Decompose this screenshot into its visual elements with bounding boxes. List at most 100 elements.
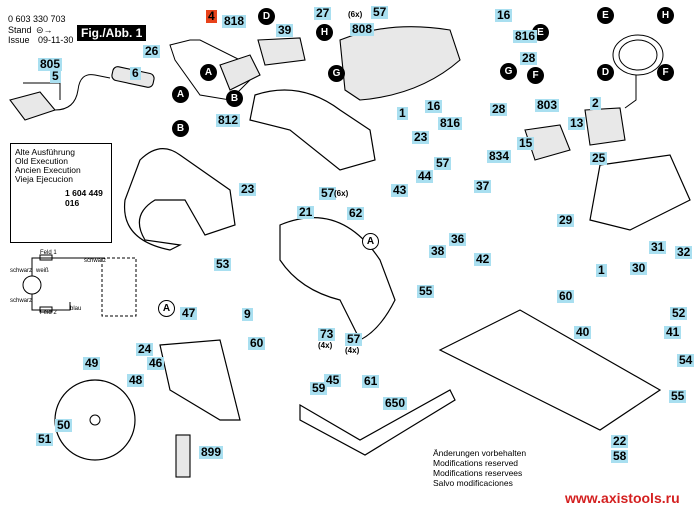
part-label-42[interactable]: 42: [474, 252, 492, 266]
wiring-label: blau: [70, 306, 82, 312]
connector-d: D: [597, 64, 614, 81]
part-label-57[interactable]: 57: [434, 156, 452, 170]
part-label-28[interactable]: 28: [520, 51, 538, 65]
part-label-29[interactable]: 29: [557, 213, 575, 227]
part-label-21[interactable]: 21: [297, 205, 315, 219]
part-label-816[interactable]: 816: [513, 29, 538, 43]
part-label-37[interactable]: 37: [474, 179, 492, 193]
part-label-51[interactable]: 51: [36, 432, 54, 446]
part-label-44[interactable]: 44: [416, 169, 434, 183]
part-label-23[interactable]: 23: [412, 130, 430, 144]
note-fr: Modifications reservees: [433, 468, 523, 478]
wiring-label: Feld 1: [40, 250, 57, 256]
part-label-73[interactable]: 73: [318, 327, 336, 341]
connector-ring-inner: [618, 39, 658, 71]
part-label-30[interactable]: 30: [630, 261, 648, 275]
part-label-816[interactable]: 816: [438, 116, 463, 130]
part-label-57[interactable]: 57: [345, 332, 363, 346]
part-label-60[interactable]: 60: [248, 336, 266, 350]
part-label-16[interactable]: 16: [495, 8, 513, 22]
part-label-26[interactable]: 26: [143, 44, 161, 58]
part-label-40[interactable]: 40: [574, 325, 592, 339]
part-label-50[interactable]: 50: [55, 418, 73, 432]
part-label-2[interactable]: 2: [590, 96, 601, 110]
motor-housing-part: [339, 26, 461, 101]
part-label-5[interactable]: 5: [50, 69, 61, 83]
part-label-803[interactable]: 803: [535, 98, 560, 112]
handle-half-left-part: [123, 148, 236, 251]
part-label-22[interactable]: 22: [611, 434, 629, 448]
part-label-805[interactable]: 805: [38, 57, 63, 71]
part-label-32[interactable]: 32: [675, 245, 693, 259]
part-label-808[interactable]: 808: [350, 22, 375, 36]
part-label-58[interactable]: 58: [611, 449, 629, 463]
wiring-diagram: Feld 1 Feld 2 schwarz schwarz schwarz we…: [10, 250, 140, 320]
part-label-818[interactable]: 818: [222, 14, 247, 28]
part-label-25[interactable]: 25: [590, 151, 608, 165]
watermark-link[interactable]: www.axistools.ru: [565, 490, 680, 506]
part-label-39[interactable]: 39: [276, 23, 294, 37]
part-label-15[interactable]: 15: [517, 136, 535, 150]
part-label-43[interactable]: 43: [391, 183, 409, 197]
connector-a: A: [172, 86, 189, 103]
part-label-4[interactable]: 4: [206, 9, 217, 23]
connector-ring: [612, 34, 664, 76]
part-label-53[interactable]: 53: [214, 257, 232, 271]
connector-a-open: A: [362, 233, 379, 250]
part-label-27[interactable]: 27: [314, 6, 332, 20]
part-label-28[interactable]: 28: [490, 102, 508, 116]
part-label-41[interactable]: 41: [664, 325, 682, 339]
armature-part: [524, 124, 571, 161]
part-label-49[interactable]: 49: [83, 356, 101, 370]
parallel-guide-part: [299, 389, 456, 456]
part-label-55[interactable]: 55: [669, 389, 687, 403]
stand-label: Stand: [8, 25, 32, 35]
part-label-57[interactable]: 57: [371, 5, 389, 19]
part-label-55[interactable]: 55: [417, 284, 435, 298]
connector-h: H: [316, 24, 333, 41]
part-label-48[interactable]: 48: [127, 373, 145, 387]
wiring-label: weiß: [36, 268, 49, 274]
motor-housing-right-part: [589, 154, 691, 231]
part-label-47[interactable]: 47: [180, 306, 198, 320]
connector-h: H: [657, 7, 674, 24]
wiring-label: Feld 2: [40, 310, 57, 316]
wiring-label: schwarz: [84, 258, 107, 264]
part-label-31[interactable]: 31: [649, 240, 667, 254]
part-label-36[interactable]: 36: [449, 232, 467, 246]
stand-symbol-icon: ⊝→: [36, 25, 53, 35]
part-label-61[interactable]: 61: [362, 374, 380, 388]
part-label-62[interactable]: 62: [347, 206, 365, 220]
part-label-6[interactable]: 6: [130, 66, 141, 80]
part-label-57[interactable]: 57: [319, 186, 337, 200]
part-label-16[interactable]: 16: [425, 99, 443, 113]
inset-line-fr: Ancien Execution: [15, 165, 81, 175]
part-label-60[interactable]: 60: [557, 289, 575, 303]
part-label-9[interactable]: 9: [242, 307, 253, 321]
wiring-label: schwarz: [10, 268, 33, 274]
connector-f: F: [527, 67, 544, 84]
blade-guard-part: [279, 217, 396, 341]
note-es: Salvo modificaciones: [433, 478, 513, 488]
part-label-24[interactable]: 24: [136, 342, 154, 356]
part-label-650[interactable]: 650: [383, 396, 408, 410]
part-label-834[interactable]: 834: [487, 149, 512, 163]
part-label-59[interactable]: 59: [310, 381, 328, 395]
qty-57-handle: (6x): [334, 189, 349, 198]
connector-a: A: [200, 64, 217, 81]
part-label-52[interactable]: 52: [670, 306, 688, 320]
part-label-46[interactable]: 46: [147, 356, 165, 370]
connector-a-open: A: [158, 300, 175, 317]
connector-b: B: [226, 90, 243, 107]
part-label-13[interactable]: 13: [568, 116, 586, 130]
connector-d: D: [258, 8, 275, 25]
part-label-1[interactable]: 1: [596, 263, 607, 277]
part-label-23[interactable]: 23: [239, 182, 257, 196]
part-label-1[interactable]: 1: [397, 106, 408, 120]
part-label-45[interactable]: 45: [324, 373, 342, 387]
part-label-54[interactable]: 54: [677, 353, 695, 367]
part-label-38[interactable]: 38: [429, 244, 447, 258]
part-label-899[interactable]: 899: [199, 445, 224, 459]
part-label-812[interactable]: 812: [216, 113, 241, 127]
